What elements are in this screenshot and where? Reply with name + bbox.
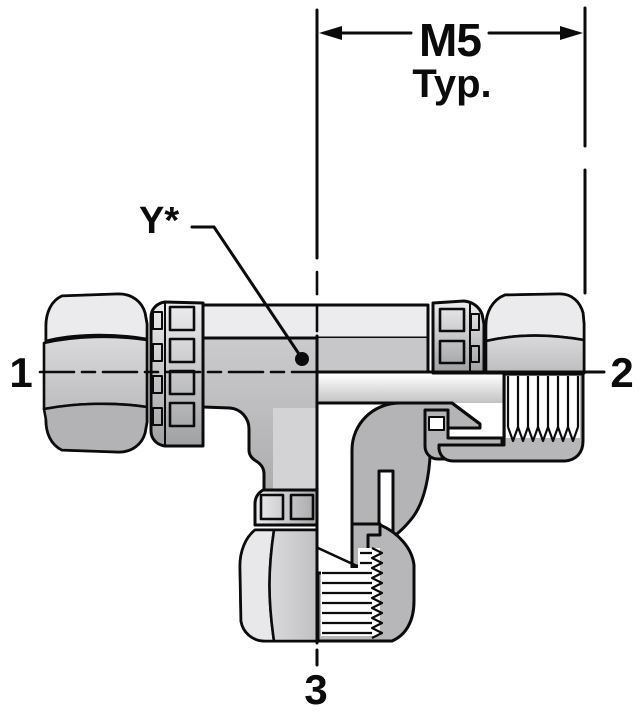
centerlines <box>38 270 606 667</box>
arrowhead-right <box>560 26 583 40</box>
port-2-bore <box>319 374 503 403</box>
port-1-hex-face-top <box>44 292 149 343</box>
dimension-m5 <box>315 6 587 295</box>
port-3-knurl-cuts <box>259 493 315 521</box>
port-1-hex-face-bottom <box>42 402 149 454</box>
leader-dot <box>295 352 309 366</box>
port-2-hex-face-mid <box>484 334 586 375</box>
callout-leader <box>190 225 309 366</box>
body-leg-highlight <box>273 408 316 489</box>
body-top-band <box>201 303 430 340</box>
callout-label: Y* <box>139 200 179 242</box>
port-1-swivel-nut <box>42 292 205 454</box>
port-2-threads <box>506 376 580 443</box>
port-3-label: 3 <box>304 666 327 712</box>
port-3-swivel-nut <box>238 488 319 643</box>
port-2-label: 2 <box>610 349 633 396</box>
dimension-label: M5 <box>419 14 481 66</box>
dimension-qualifier: Typ. <box>412 62 491 106</box>
leader-line <box>190 225 303 359</box>
port-3-knurl-collar <box>253 488 319 527</box>
port-2-swivel-nut <box>431 292 586 375</box>
port-1-label: 1 <box>9 349 32 396</box>
port-2-knurl-cuts <box>438 307 480 365</box>
port-3-section <box>316 522 416 643</box>
port-2-hex-face-top <box>484 292 586 343</box>
body-mid-band-right <box>317 338 428 373</box>
port-1-knurl-cuts <box>152 305 196 428</box>
arrowhead-left <box>319 26 342 40</box>
port-3-hex-face-right <box>268 528 319 643</box>
port-2-bore-edge <box>317 401 481 426</box>
tee-body <box>201 303 430 492</box>
port-3-threads <box>322 547 384 639</box>
port-2-ferrule-slot <box>428 416 445 431</box>
port-3-tube-tip <box>317 546 358 568</box>
